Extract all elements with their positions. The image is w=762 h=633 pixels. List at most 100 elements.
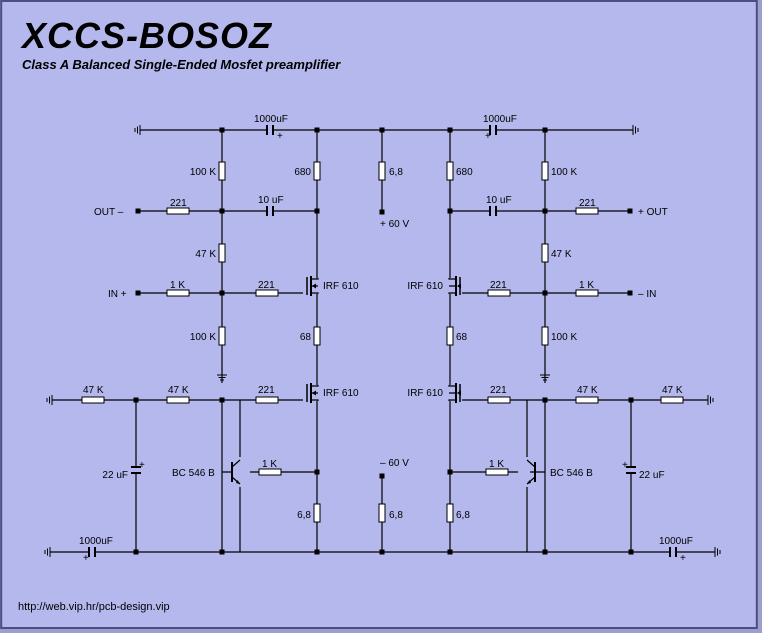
capacitor-gap — [266, 206, 274, 216]
polarity-plus: + — [277, 131, 283, 142]
label-r-6-8-tc: 6,8 — [389, 167, 403, 178]
capacitor-gap — [88, 547, 96, 557]
polarity-plus: + — [680, 553, 686, 564]
label-r-100k-bl: 100 K — [190, 332, 216, 343]
label-r-221-lg-l: 221 — [258, 385, 275, 396]
junction-dot — [219, 290, 225, 296]
junction-dot — [627, 208, 633, 214]
junction-dot — [627, 290, 633, 296]
label-r-47k-l: 47 K — [195, 249, 216, 260]
junction-dot — [133, 549, 139, 555]
ground-symbol — [540, 374, 550, 381]
label-q-irf610-ul: IRF 610 — [323, 281, 359, 292]
label-in-plus: IN + — [108, 289, 127, 300]
label-r-221-g-l: 221 — [258, 280, 275, 291]
resistor — [218, 161, 226, 181]
junction-dot — [314, 469, 320, 475]
resistor — [218, 243, 226, 263]
label-out-plus: + OUT — [638, 207, 668, 218]
resistor — [446, 503, 454, 523]
mosfet-arrow — [457, 283, 461, 289]
label-c-10u-l: 10 uF — [258, 195, 284, 206]
label-r-6-8-br: 6,8 — [456, 510, 470, 521]
label-r-6-8-bl: 6,8 — [297, 510, 311, 521]
diagram-title: XCCS-BOSOZ — [22, 15, 273, 56]
label-r-100k-br: 100 K — [551, 332, 577, 343]
label-r-221-lg-r: 221 — [490, 385, 507, 396]
label-r-100k-tr: 100 K — [551, 167, 577, 178]
junction-dot — [135, 290, 141, 296]
resistor — [446, 161, 454, 181]
resistor — [378, 503, 386, 523]
junction-dot — [219, 549, 225, 555]
ground-symbol — [134, 125, 141, 135]
resistor — [255, 289, 279, 297]
junction-dot — [219, 397, 225, 403]
resistor — [541, 243, 549, 263]
label-r-47k-bias-r2: 47 K — [662, 385, 683, 396]
label-minus-60v: – 60 V — [380, 458, 409, 469]
junction-dot — [133, 397, 139, 403]
junction-dot — [542, 208, 548, 214]
capacitor-gap — [625, 466, 637, 474]
junction-dot — [628, 397, 634, 403]
resistor — [575, 396, 599, 404]
polarity-plus: + — [485, 131, 491, 142]
resistor — [378, 161, 386, 181]
label-plus-60v: + 60 V — [380, 219, 410, 230]
label-q-irf610-ur: IRF 610 — [407, 281, 443, 292]
capacitor-gap — [266, 125, 274, 135]
ground-symbol — [707, 395, 714, 405]
label-c-bot-left: 1000uF — [79, 536, 113, 547]
junction-dot — [542, 290, 548, 296]
ground-symbol — [44, 547, 51, 557]
resistor — [166, 207, 190, 215]
resistor — [660, 396, 684, 404]
junction-dot — [447, 469, 453, 475]
resistor — [81, 396, 105, 404]
junction-dot — [135, 208, 141, 214]
wires — [50, 129, 715, 553]
label-out-minus: OUT – — [94, 207, 124, 218]
capacitor-gap — [489, 125, 497, 135]
junction-dot — [219, 127, 225, 133]
polarity-plus: + — [622, 460, 628, 471]
components — [44, 125, 721, 557]
label-q-bc546-l: BC 546 B — [172, 468, 215, 479]
resistor — [575, 289, 599, 297]
label-r-68-l: 68 — [300, 332, 312, 343]
resistor — [166, 396, 190, 404]
mosfet-leads — [448, 385, 456, 401]
resistor — [487, 396, 511, 404]
label-r-221-out-r: 221 — [579, 198, 596, 209]
capacitor-gap — [669, 547, 677, 557]
polarity-plus: + — [139, 460, 145, 471]
label-c-22u-r: 22 uF — [639, 470, 665, 481]
bjt-collector — [526, 459, 536, 468]
junction-dot — [628, 549, 634, 555]
junction-dot — [379, 549, 385, 555]
mosfet-arrow — [312, 283, 316, 289]
resistor — [313, 161, 321, 181]
label-r-680-l: 680 — [294, 167, 311, 178]
bjt-collector — [231, 459, 241, 468]
resistor — [446, 326, 454, 346]
junction-dot — [219, 208, 225, 214]
ground-symbol — [217, 374, 227, 381]
label-r-1k-in-r: 1 K — [579, 280, 594, 291]
label-r-1k-in-l: 1 K — [170, 280, 185, 291]
junction-dot — [542, 549, 548, 555]
ground-symbol — [632, 125, 639, 135]
resistor — [487, 289, 511, 297]
label-r-47k-bias-r1: 47 K — [577, 385, 598, 396]
label-r-1k-b-r: 1 K — [489, 459, 504, 470]
label-r-6-8-bc: 6,8 — [389, 510, 403, 521]
label-c-top-right: 1000uF — [483, 114, 517, 125]
resistor — [485, 468, 509, 476]
ground-symbol — [46, 395, 53, 405]
junction-dot — [447, 127, 453, 133]
label-c-bot-right: 1000uF — [659, 536, 693, 547]
junction-dot — [314, 127, 320, 133]
